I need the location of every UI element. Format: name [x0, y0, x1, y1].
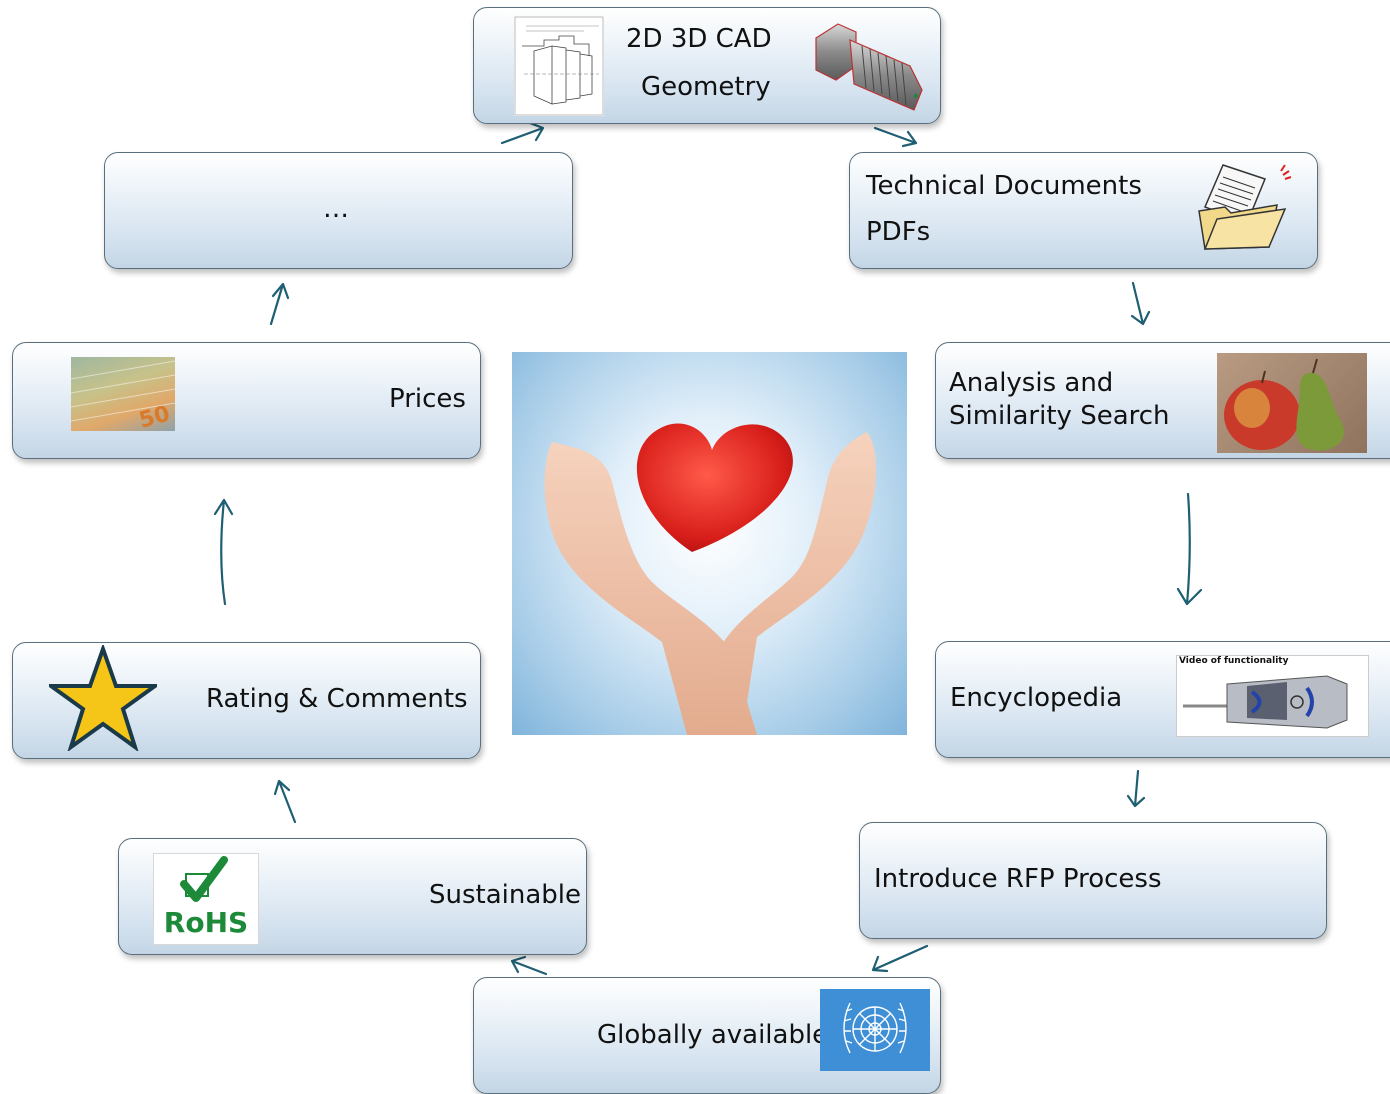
- rfp-label: Introduce RFP Process: [874, 864, 1162, 894]
- node-encyclopedia: Encyclopedia Video of functionality: [935, 641, 1390, 758]
- arrow-rfp-to-global: [871, 944, 929, 973]
- global-label: Globally available: [597, 1020, 829, 1050]
- rohs-check-icon: RoHS: [153, 853, 259, 945]
- node-technical-documents: Technical Documents PDFs: [849, 152, 1318, 269]
- folder-document-icon: [1195, 161, 1295, 253]
- sustainable-label: Sustainable: [429, 880, 582, 910]
- more-label: …: [323, 194, 349, 224]
- node-more: …: [104, 152, 573, 269]
- node-sustainable: RoHS Sustainable: [118, 838, 587, 955]
- arrow-encyclopedia-to-rfp: [1126, 769, 1146, 808]
- encyclopedia-label: Encyclopedia: [950, 683, 1123, 713]
- video-thumbnail-icon: Video of functionality: [1176, 655, 1369, 737]
- arrow-more-to-cad: [500, 121, 545, 145]
- arrow-docs-to-analysis: [1130, 281, 1151, 326]
- node-globally-available: Globally available: [473, 977, 941, 1094]
- un-emblem-icon: [820, 989, 930, 1071]
- star-icon: [49, 645, 157, 751]
- arrow-rating-to-prices: [213, 498, 234, 606]
- docs-line1: Technical Documents: [866, 171, 1142, 201]
- euro-banknotes-photo: 50: [71, 357, 175, 431]
- cad-line2: Geometry: [641, 72, 771, 102]
- rating-label: Rating & Comments: [206, 684, 468, 714]
- arrow-analysis-to-encyclopedia: [1176, 492, 1203, 606]
- apple-pear-photo: [1217, 353, 1367, 453]
- node-rating-comments: Rating & Comments: [12, 642, 481, 759]
- banknote-value: 50: [137, 402, 173, 431]
- node-prices: 50 Prices: [12, 342, 481, 459]
- video-caption: Video of functionality: [1179, 656, 1289, 666]
- node-analysis-similarity: Analysis and Similarity Search: [935, 342, 1390, 459]
- docs-line2: PDFs: [866, 217, 931, 247]
- bolt-icon: [810, 14, 928, 118]
- hands-holding-heart-image: [512, 352, 907, 735]
- node-cad-geometry: 2D 3D CAD Geometry: [473, 7, 941, 124]
- analysis-line2: Similarity Search: [949, 401, 1170, 431]
- rohs-badge: RoHS: [163, 906, 249, 939]
- arrow-global-to-sustainable: [510, 955, 548, 976]
- arrow-cad-to-docs: [873, 126, 918, 148]
- cad-line1: 2D 3D CAD: [626, 24, 772, 54]
- arrow-prices-to-more: [269, 282, 290, 326]
- cad-drawing-icon: [514, 16, 604, 116]
- arrow-sustainable-to-rating: [273, 779, 297, 824]
- analysis-line1: Analysis and: [949, 368, 1114, 398]
- prices-label: Prices: [389, 384, 466, 414]
- node-rfp-process: Introduce RFP Process: [859, 822, 1327, 939]
